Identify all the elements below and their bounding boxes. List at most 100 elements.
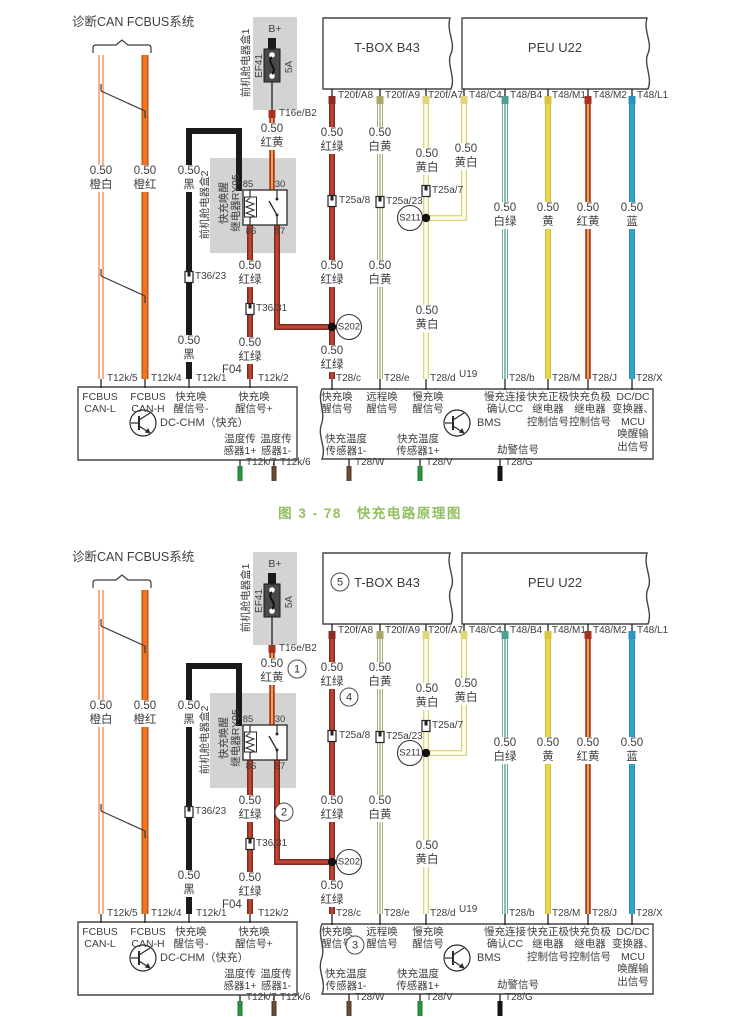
label-line: 传感器1- <box>325 445 367 458</box>
component-boxes <box>77 552 654 996</box>
pin-label: 86 <box>246 761 257 772</box>
label-line: 红绿 <box>320 273 344 286</box>
label-line: T28/c <box>336 908 362 919</box>
step-number: 3 <box>351 939 359 951</box>
sig-label: BMS <box>477 417 501 430</box>
label-line: 蓝 <box>626 215 638 228</box>
conn-label: T28/b <box>509 908 535 920</box>
pin-label: 87 <box>275 761 286 772</box>
label-line: 黄 <box>542 215 554 228</box>
sig-label: DC-CHM（快充） <box>160 417 249 430</box>
dcchm-connector-box <box>77 921 298 996</box>
label-line: 黄白 <box>454 691 478 704</box>
conn-label: T48/C4 <box>469 90 502 102</box>
label-line: 温度传 <box>260 968 292 980</box>
splice-ring <box>335 313 363 341</box>
step-annotation: 3 <box>345 935 365 955</box>
conn-label: T28/V <box>426 992 453 1004</box>
label-line: 0.50 <box>320 260 344 272</box>
sig-label: 快充温度传感器1- <box>325 433 367 458</box>
twisted-pair-brace <box>92 574 152 588</box>
label-line: 快充唤醒 <box>217 182 230 224</box>
label-line: T-BOX B43 <box>354 40 420 55</box>
conn-label: T20f/A9 <box>385 625 420 637</box>
label-line: 红绿 <box>320 893 344 906</box>
label-line: 控制信号 <box>527 415 569 428</box>
dcchm-connector-box <box>77 386 298 461</box>
label-line: T48/M2 <box>593 90 627 101</box>
label-line: U19 <box>459 369 478 380</box>
conn-label: T28/V <box>426 457 453 469</box>
label-line: T28/V <box>426 992 453 1003</box>
vert-label: EF41 <box>254 589 265 613</box>
label-line: F04 <box>222 899 242 911</box>
label-line: DC-CHM（快充） <box>160 417 249 429</box>
label-line: T28/d <box>430 373 456 384</box>
label-line: 继电器 <box>574 938 606 951</box>
label-line: 红绿 <box>238 808 262 821</box>
label-line: 白黄 <box>368 140 392 153</box>
conn-label: T28/e <box>384 908 410 920</box>
label-line: 红黄 <box>576 750 600 763</box>
label-line: PEU U22 <box>527 40 583 55</box>
label-line: T12k/2 <box>258 373 289 384</box>
label-line: T12k/4 <box>151 373 182 384</box>
junction-dot <box>327 322 337 332</box>
conn-label: T48/M1 <box>552 90 586 102</box>
peu-ecu-box <box>461 17 651 90</box>
peu-ecu-box <box>461 552 651 625</box>
label-line: T20f/A7 <box>428 90 464 101</box>
conn-label: T28/d <box>430 373 456 385</box>
label-line: B+ <box>268 558 282 570</box>
sig-label: 快充正极继电器控制信号 <box>527 926 569 963</box>
sig-label: 快充温度传感器1+ <box>396 968 439 993</box>
label-line: 控制信号 <box>527 950 569 963</box>
label-line: 红黄 <box>260 671 284 684</box>
label-line: 黄白 <box>415 318 439 331</box>
label-line: 确认CC <box>486 403 524 416</box>
conn-label: T28/e <box>384 373 410 385</box>
conn-label: T16e/B2 <box>279 643 317 655</box>
label-line: T12k/1 <box>196 373 227 384</box>
vert-label: 前机舱电器盒1 <box>240 29 252 98</box>
conn-label: T25a/23 <box>386 731 423 743</box>
conn-label: T48/M2 <box>593 625 627 637</box>
junction-dot <box>421 213 431 223</box>
label-line: 快充正极 <box>527 391 569 403</box>
conn-label: T48/B4 <box>510 625 542 637</box>
sig-label: 慢充唤醒信号 <box>412 391 444 416</box>
label-line: 红绿 <box>238 273 262 286</box>
label-line: FCBUS <box>130 391 166 403</box>
label-line: T12k/7 <box>246 457 277 468</box>
vert-label: 5A <box>284 596 295 608</box>
terminal-caps <box>268 631 636 653</box>
label-line: 快充唤 <box>238 391 270 403</box>
label-line: 86 <box>245 761 257 772</box>
label-line: EF41 <box>254 589 265 613</box>
label-line: 黄白 <box>415 853 439 866</box>
label-line: 继电器RY95 <box>229 709 242 767</box>
label-line: CAN-L <box>84 403 116 416</box>
label-line: 0.50 <box>368 127 392 139</box>
conn-label: T28/G <box>505 457 533 469</box>
label-line: 感器1- <box>260 980 292 993</box>
vert-label: 前机舱电器盒2 <box>199 171 211 240</box>
label-line: T12k/5 <box>107 908 138 919</box>
label-line: T25a/8 <box>339 195 371 206</box>
label-line: T48/M2 <box>593 625 627 636</box>
label-line: 黑 <box>183 178 195 191</box>
title-label: PEU U22 <box>528 40 582 55</box>
label-line: 继电器 <box>532 403 564 416</box>
label-line: 30 <box>274 714 286 725</box>
pin-label: 86 <box>246 226 257 237</box>
sig-label: 远程唤醒信号 <box>366 391 398 416</box>
label-line: 0.50 <box>177 870 201 882</box>
